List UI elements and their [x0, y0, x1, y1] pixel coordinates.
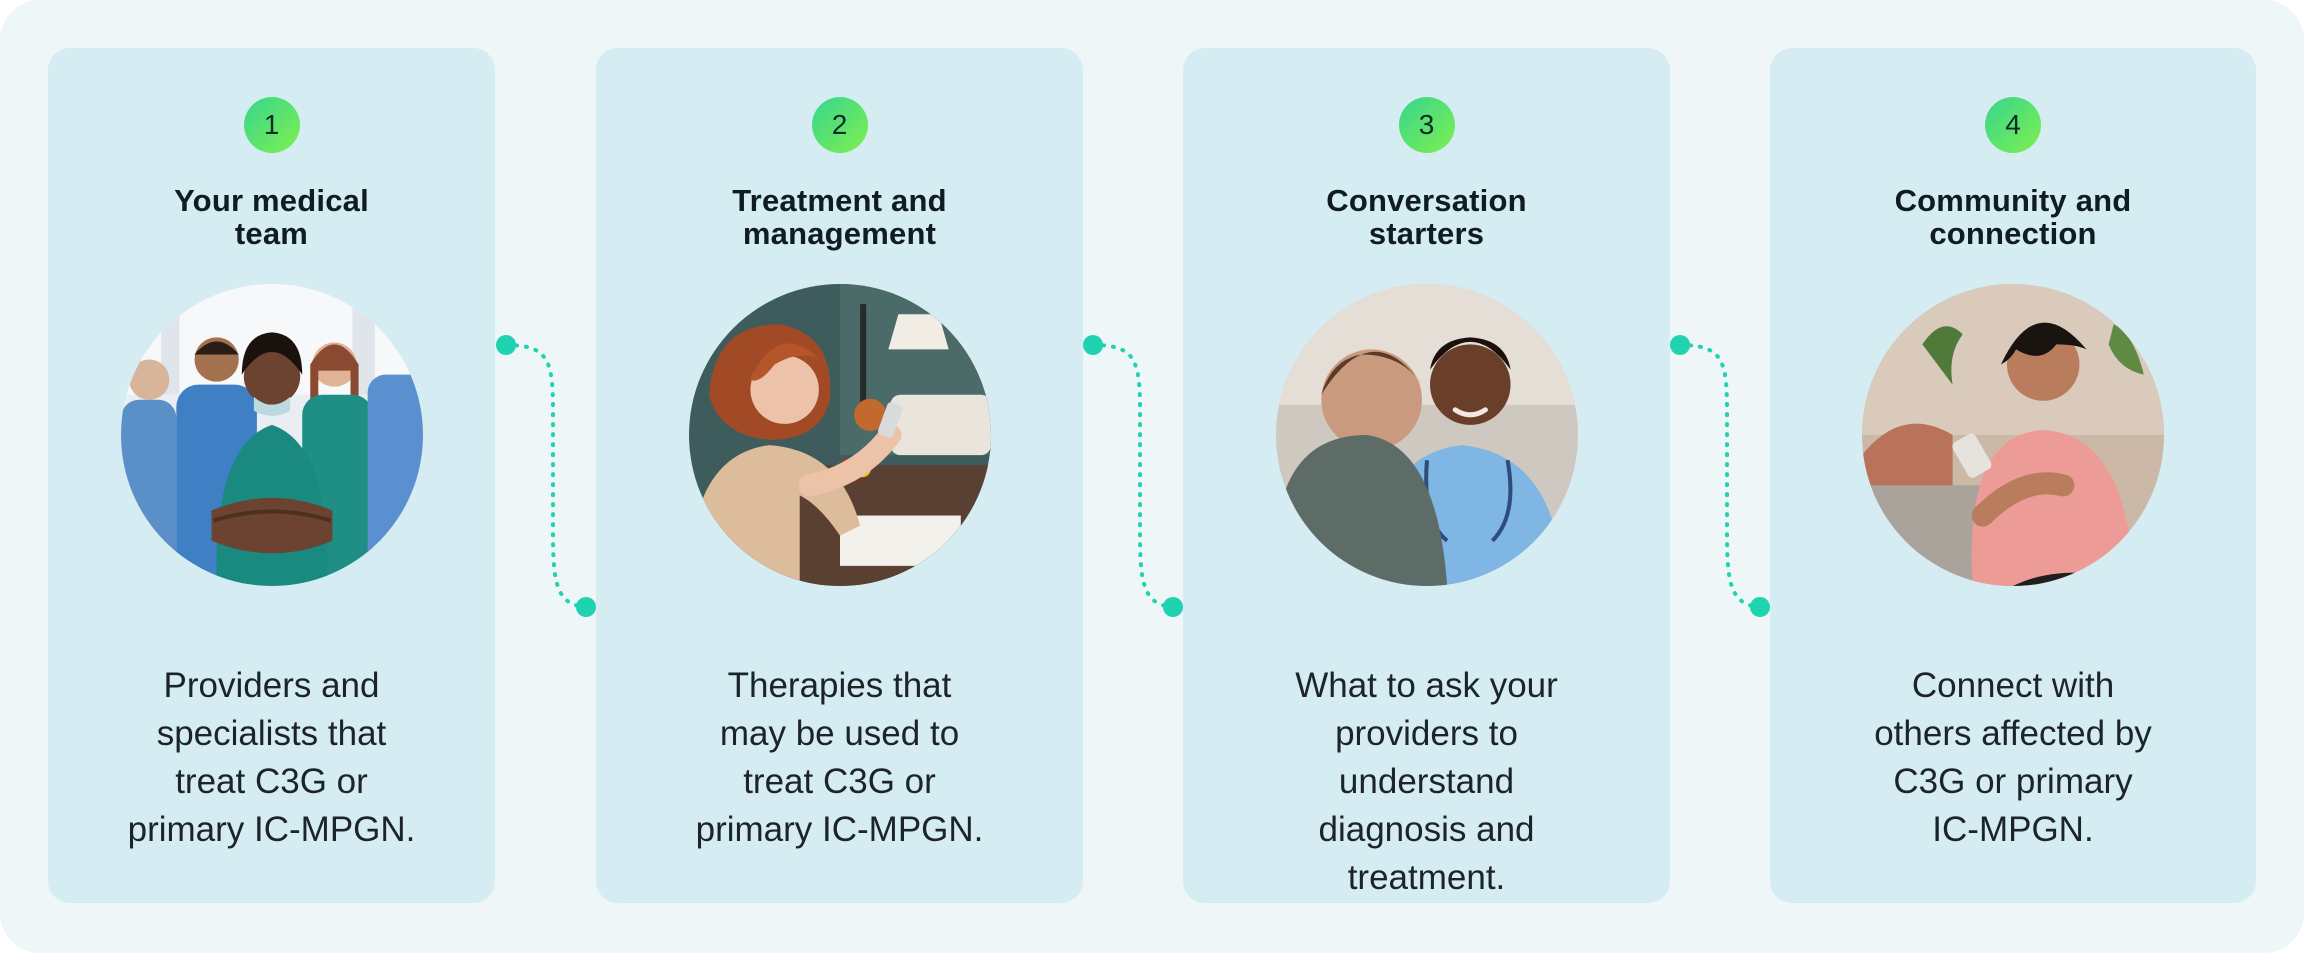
- step-card-treatment: 2 Treatment and management: [596, 48, 1083, 903]
- step-number-badge: 1: [243, 97, 300, 153]
- connector-start-dot: [496, 335, 516, 355]
- step-title-line: management: [742, 216, 937, 251]
- step-card-community: 4 Community and connection: [1770, 48, 2256, 903]
- step-title-line: connection: [1929, 216, 2097, 251]
- connector-end-dot: [576, 597, 596, 617]
- step-title-line: team: [234, 216, 309, 251]
- step-description-line: Therapies that: [727, 666, 952, 705]
- step-title-line: Conversation: [1326, 183, 1527, 218]
- connector-end-dot: [1750, 597, 1770, 617]
- step-description-line: treat C3G or: [175, 762, 368, 801]
- step-description-line: primary IC-MPGN.: [695, 810, 984, 849]
- step-title: Your medical team: [78, 184, 465, 250]
- step-card-conversation: 3 Conversation starters What to ask: [1183, 48, 1670, 903]
- step-description-line: treat C3G or: [743, 762, 936, 801]
- step-description-line: providers to: [1335, 714, 1518, 753]
- step-connector: [1670, 335, 1770, 617]
- step-number-badge: 2: [811, 97, 868, 153]
- step-description-line: primary IC-MPGN.: [127, 810, 416, 849]
- step-description: What to ask your providers to understand…: [1223, 662, 1630, 902]
- step-description-line: specialists that: [156, 714, 387, 753]
- medical-team-photo: [120, 284, 423, 586]
- step-description-line: What to ask your: [1295, 666, 1558, 705]
- step-description-line: may be used to: [719, 714, 960, 753]
- step-title-line: Community and: [1894, 183, 2132, 218]
- connector-start-dot: [1083, 335, 1103, 355]
- step-description-line: others affected by: [1874, 714, 2152, 753]
- connector-start-dot: [1670, 335, 1690, 355]
- step-description-line: Providers and: [163, 666, 380, 705]
- step-number-badge: 4: [1985, 97, 2041, 153]
- step-connector: [496, 335, 596, 617]
- woman-with-medication-photo: [688, 284, 991, 586]
- step-card-medical-team: 1 Your medical team: [48, 48, 495, 903]
- step-description-line: treatment.: [1347, 858, 1506, 897]
- step-number-badge: 3: [1398, 97, 1455, 153]
- step-description-line: understand: [1338, 762, 1515, 801]
- step-title: Treatment and management: [626, 184, 1053, 250]
- step-title-line: Treatment and: [732, 183, 947, 218]
- step-description-line: C3G or primary: [1893, 762, 2133, 801]
- step-title-line: starters: [1368, 216, 1485, 251]
- step-description: Providers and specialists that treat C3G…: [88, 662, 455, 854]
- step-description-line: Connect with: [1911, 666, 2115, 705]
- step-description: Connect with others affected by C3G or p…: [1810, 662, 2216, 854]
- step-description-line: diagnosis and: [1318, 810, 1535, 849]
- step-title: Conversation starters: [1213, 184, 1640, 250]
- step-title-line: Your medical: [174, 183, 369, 218]
- person-using-phone-photo: [1862, 284, 2164, 586]
- step-description: Therapies that may be used to treat C3G …: [636, 662, 1043, 854]
- step-connector: [1083, 335, 1183, 617]
- step-description-line: IC-MPGN.: [1932, 810, 2094, 849]
- step-title: Community and connection: [1800, 184, 2226, 250]
- doctor-patient-conversation-photo: [1275, 284, 1578, 586]
- connector-end-dot: [1163, 597, 1183, 617]
